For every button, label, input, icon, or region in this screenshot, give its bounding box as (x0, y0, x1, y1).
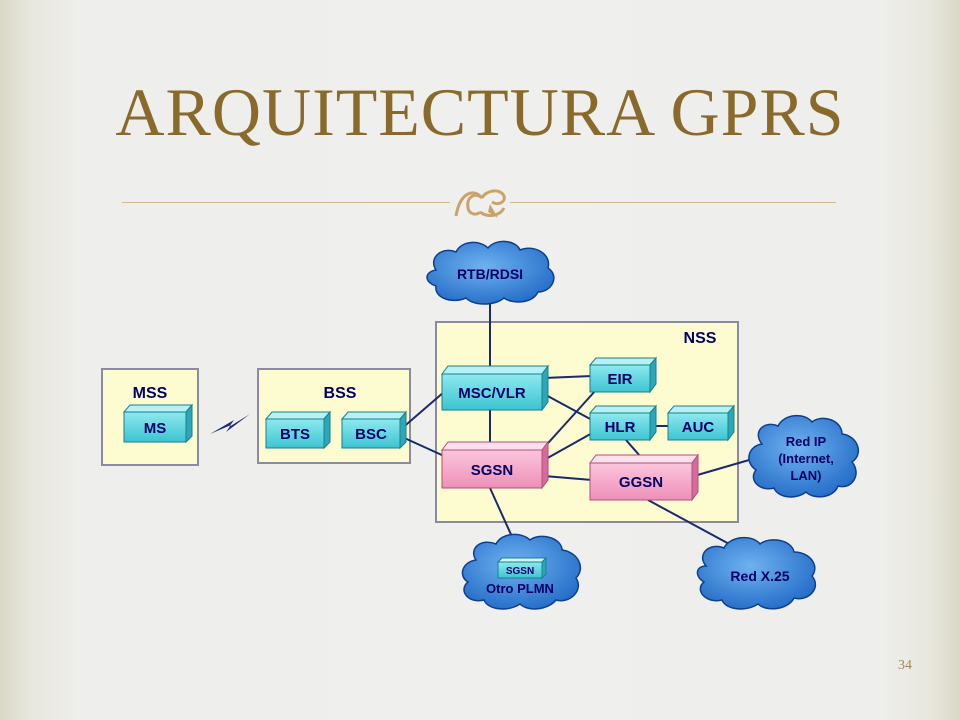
cloud-red-ip-line1: Red IP (786, 434, 827, 449)
link-msc-hlr (543, 393, 593, 421)
cloud-rtb-rdsi-label: RTB/RDSI (457, 266, 523, 282)
otro-plmn-sgsn-label: SGSN (506, 566, 534, 577)
cloud-rtb-rdsi: RTB/RDSI (426, 240, 555, 305)
cloud-otro-plmn-label: Otro PLMN (486, 581, 554, 596)
cloud-red-ip: Red IP (Internet, LAN) (748, 414, 860, 498)
auc-label: AUC (682, 419, 715, 436)
bss-group-label: BSS (324, 385, 357, 402)
bts-node: BTS (264, 410, 332, 450)
cloud-otro-plmn: SGSN Otro PLMN (461, 533, 582, 610)
bsc-label: BSC (355, 426, 387, 443)
link-sgsn-hlr (543, 431, 595, 461)
sgsn-node: SGSN (441, 440, 549, 490)
link-msc-eir (543, 375, 593, 379)
nss-group: NSS (435, 321, 739, 523)
eir-label: EIR (607, 371, 632, 388)
bsc-node: BSC (340, 410, 408, 450)
connection-lines (399, 300, 757, 553)
link-bsc-msc (399, 391, 445, 431)
mss-group-label: MSS (133, 385, 168, 402)
cloud-red-x25: Red X.25 (696, 536, 817, 610)
cloud-red-ip-line3: LAN) (790, 468, 821, 483)
link-sgsn-eir (539, 389, 597, 453)
otro-plmn-sgsn-node: SGSN (496, 556, 548, 580)
ms-label: MS (144, 420, 167, 437)
cloud-red-x25-label: Red X.25 (730, 568, 789, 584)
nss-group-label: NSS (684, 330, 717, 347)
link-ggsn-redip (693, 457, 757, 477)
sgsn-label: SGSN (471, 462, 514, 479)
radio-link-icon (210, 414, 250, 434)
hlr-node: HLR (588, 404, 658, 442)
ornament-icon (454, 189, 506, 218)
hlr-label: HLR (605, 419, 636, 436)
msc-vlr-label: MSC/VLR (458, 385, 526, 402)
auc-node: AUC (666, 404, 736, 442)
eir-node: EIR (588, 356, 658, 394)
ggsn-label: GGSN (619, 474, 663, 491)
title-divider-right (510, 202, 836, 203)
slide-title: ARQUITECTURA GPRS (115, 74, 845, 150)
link-bsc-sgsn (399, 435, 445, 457)
bts-label: BTS (280, 426, 310, 443)
ms-node: MS (122, 403, 194, 444)
ggsn-node: GGSN (589, 453, 699, 502)
link-sgsn-ggsn (543, 475, 593, 481)
title-divider-left (122, 202, 450, 203)
cloud-red-ip-line2: (Internet, (778, 451, 834, 466)
page-number: 34 (898, 658, 912, 673)
link-hlr-ggsn (625, 439, 641, 457)
msc-vlr-node: MSC/VLR (441, 364, 549, 412)
